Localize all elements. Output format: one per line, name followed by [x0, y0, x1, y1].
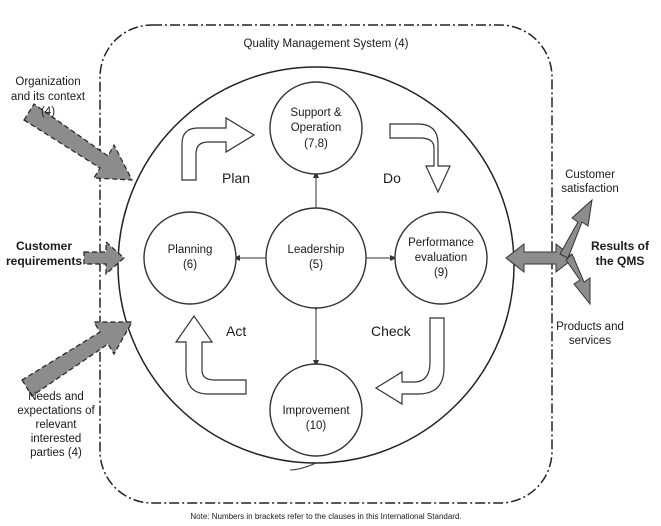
input-needs-line4: interested	[31, 433, 82, 445]
input-context-line2: and its context	[11, 91, 86, 103]
output-satisfaction-line1: Customer	[565, 169, 615, 181]
requirements-input-arrow	[83, 240, 125, 276]
node-improvement-line2: (10)	[306, 420, 327, 432]
output-products-line1: Products and	[556, 321, 624, 333]
do-cycle-arrow	[389, 123, 451, 194]
context-input-arrow	[23, 103, 134, 181]
node-support-line1: Support &	[290, 107, 341, 119]
node-leadership	[265, 207, 367, 309]
node-performance-line1: Performance	[408, 237, 474, 249]
node-improvement-line1: Improvement	[282, 405, 350, 417]
input-requirements-line1: Customer	[16, 239, 72, 253]
node-planning	[143, 211, 237, 305]
node-improvement	[269, 363, 363, 457]
node-leadership-line2: (5)	[309, 259, 323, 271]
node-support-line3: (7,8)	[304, 138, 328, 150]
satisfaction-output-arrow	[559, 198, 593, 259]
node-support	[269, 81, 363, 175]
footer-note: Note: Numbers in brackets refer to the c…	[190, 512, 461, 521]
qms-title: Quality Management System (4)	[244, 38, 409, 50]
act-cycle-arrow	[174, 314, 247, 395]
check-cycle-arrow	[374, 317, 445, 406]
cycle-do: Do	[383, 170, 401, 186]
input-needs-line2: expectations of	[17, 405, 95, 417]
input-needs-line3: relevant	[36, 419, 78, 431]
node-performance-line3: (9)	[434, 267, 448, 279]
input-needs-line1: Needs and	[28, 391, 84, 403]
output-satisfaction-line2: satisfaction	[561, 183, 619, 195]
node-performance	[394, 211, 488, 305]
node-planning-line2: (6)	[183, 259, 197, 271]
products-output-arrow	[565, 253, 591, 306]
input-needs-line5: parties (4)	[30, 447, 82, 459]
output-results-line1: Results of	[591, 239, 650, 253]
input-context-line1: Organization	[15, 76, 80, 88]
node-support-line2: Operation	[291, 122, 342, 134]
input-requirements-line2: requirements	[6, 254, 82, 268]
needs-input-arrow	[21, 321, 134, 397]
node-planning-line1: Planning	[168, 244, 213, 256]
output-results-line2: the QMS	[596, 254, 645, 268]
improvement-link	[289, 462, 317, 471]
cycle-plan: Plan	[222, 170, 250, 186]
node-performance-line2: evaluation	[415, 252, 467, 264]
plan-cycle-arrow	[181, 116, 256, 181]
cycle-check: Check	[371, 323, 412, 339]
input-context-line3: (4)	[41, 106, 55, 118]
cycle-act: Act	[226, 323, 246, 339]
node-leadership-line1: Leadership	[288, 244, 345, 256]
output-products-line2: services	[569, 335, 611, 347]
